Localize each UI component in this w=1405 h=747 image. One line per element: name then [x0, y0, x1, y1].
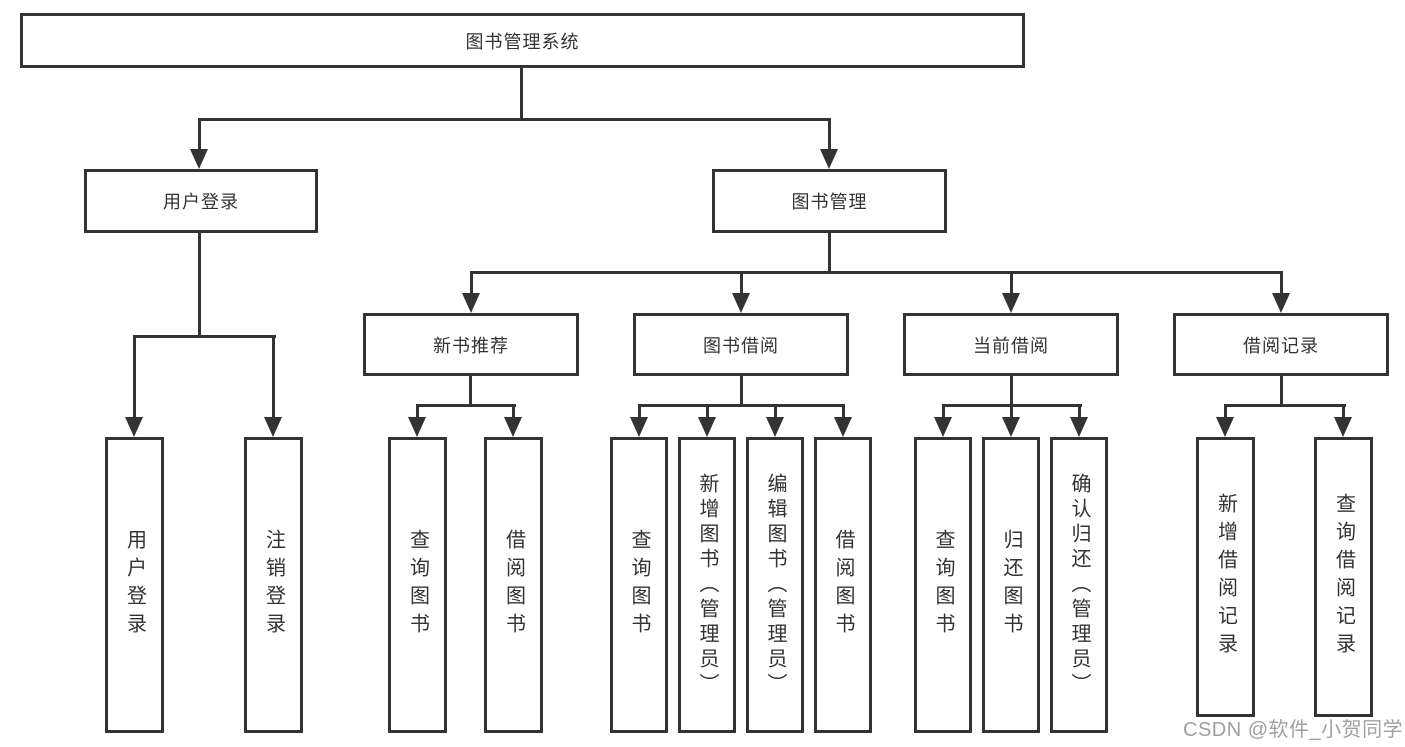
arrow-down-icon — [1334, 417, 1352, 437]
leaf-query-borrow-record: 查询借阅记录 — [1314, 437, 1373, 717]
leaf-query-book-current: 查询图书 — [914, 437, 972, 733]
node-current-borrow: 当前借阅 — [903, 313, 1119, 376]
connector-borrow-record-trunk — [1280, 376, 1283, 406]
node-new-book-recommend-label: 新书推荐 — [433, 335, 509, 356]
connector-root-branch — [198, 118, 831, 121]
connector-bb-stem-4 — [842, 404, 845, 419]
connector-bb-stem-2 — [706, 404, 709, 419]
connector-bm-stem-3 — [1010, 271, 1013, 297]
leaf-add-borrow-record: 新增借阅记录 — [1196, 437, 1255, 717]
leaf-borrow-book-recommend-label: 借阅图书 — [502, 529, 525, 641]
node-user-login-label: 用户登录 — [163, 192, 239, 212]
connector-root-stem-right — [828, 118, 831, 152]
csdn-watermark: CSDN @软件_小贺同学 — [1183, 719, 1404, 741]
connector-user-login-stem-1 — [133, 335, 136, 419]
leaf-user-login: 用户登录 — [105, 437, 164, 733]
node-book-borrow: 图书借阅 — [633, 313, 849, 376]
connector-book-borrow-branch — [638, 404, 845, 407]
node-user-login: 用户登录 — [84, 169, 318, 233]
connector-borrow-record-branch — [1224, 404, 1346, 407]
connector-root-trunk — [520, 68, 523, 120]
connector-user-login-branch — [133, 335, 276, 338]
node-book-borrow-label: 图书借阅 — [703, 335, 779, 356]
connector-new-book-branch — [416, 404, 516, 407]
node-borrow-record-label: 借阅记录 — [1243, 335, 1319, 356]
connector-br-stem-2 — [1342, 404, 1345, 419]
arrow-down-icon — [732, 293, 750, 313]
node-root: 图书管理系统 — [20, 13, 1025, 68]
arrow-down-icon — [698, 417, 716, 437]
leaf-query-book-recommend: 查询图书 — [388, 437, 447, 733]
connector-bm-stem-1 — [470, 271, 473, 297]
leaf-query-book-recommend-label: 查询图书 — [406, 529, 429, 641]
arrow-down-icon — [1216, 417, 1234, 437]
connector-nb-stem-1 — [416, 404, 419, 419]
node-borrow-record: 借阅记录 — [1173, 313, 1389, 376]
node-new-book-recommend: 新书推荐 — [363, 313, 579, 376]
node-root-label: 图书管理系统 — [465, 31, 580, 52]
connector-br-stem-1 — [1224, 404, 1227, 419]
connector-new-book-trunk — [469, 376, 472, 406]
connector-cb-stem-1 — [942, 404, 945, 419]
leaf-query-book-borrow-label: 查询图书 — [628, 529, 650, 641]
arrow-down-icon — [125, 417, 143, 437]
leaf-query-book-current-label: 查询图书 — [932, 529, 954, 641]
connector-nb-stem-2 — [512, 404, 515, 419]
node-current-borrow-label: 当前借阅 — [973, 335, 1049, 356]
leaf-edit-book-admin-label: 编辑图书（管理员） — [764, 472, 786, 698]
leaf-borrow-book-label: 借阅图书 — [832, 529, 854, 641]
leaf-query-borrow-record-label: 查询借阅记录 — [1332, 493, 1355, 661]
leaf-borrow-book: 借阅图书 — [814, 437, 872, 733]
leaf-add-borrow-record-label: 新增借阅记录 — [1214, 493, 1237, 661]
arrow-down-icon — [766, 417, 784, 437]
leaf-return-book-label: 归还图书 — [1000, 529, 1022, 641]
arrow-down-icon — [1002, 417, 1020, 437]
leaf-confirm-return-admin: 确认归还（管理员） — [1050, 437, 1108, 733]
connector-root-stem-left — [198, 118, 201, 152]
arrow-down-icon — [462, 293, 480, 313]
leaf-query-book-borrow: 查询图书 — [610, 437, 668, 733]
leaf-logout-login-label: 注销登录 — [262, 529, 285, 641]
arrow-down-icon — [408, 417, 426, 437]
node-book-management: 图书管理 — [712, 169, 947, 233]
connector-book-borrow-trunk — [740, 376, 743, 406]
leaf-logout-login: 注销登录 — [244, 437, 303, 733]
connector-bm-stem-4 — [1280, 271, 1283, 297]
arrow-down-icon — [820, 149, 838, 169]
leaf-add-book-admin-label: 新增图书（管理员） — [696, 472, 718, 698]
arrow-down-icon — [834, 417, 852, 437]
leaf-edit-book-admin: 编辑图书（管理员） — [746, 437, 804, 733]
leaf-user-login-label: 用户登录 — [123, 529, 146, 641]
arrow-down-icon — [934, 417, 952, 437]
arrow-down-icon — [1002, 293, 1020, 313]
leaf-confirm-return-admin-label: 确认归还（管理员） — [1068, 472, 1090, 698]
arrow-down-icon — [1272, 293, 1290, 313]
node-book-management-label: 图书管理 — [791, 192, 868, 212]
connector-user-login-stem-2 — [272, 335, 275, 419]
connector-bb-stem-1 — [638, 404, 641, 419]
connector-book-management-trunk — [828, 233, 831, 273]
arrow-down-icon — [504, 417, 522, 437]
connector-cb-stem-2 — [1010, 404, 1013, 419]
leaf-return-book: 归还图书 — [982, 437, 1040, 733]
arrow-down-icon — [630, 417, 648, 437]
arrow-down-icon — [190, 149, 208, 169]
arrow-down-icon — [1070, 417, 1088, 437]
connector-current-borrow-trunk — [1010, 376, 1013, 406]
connector-user-login-trunk — [198, 233, 201, 337]
connector-book-management-branch — [470, 271, 1283, 274]
arrow-down-icon — [264, 417, 282, 437]
leaf-borrow-book-recommend: 借阅图书 — [484, 437, 543, 733]
leaf-add-book-admin: 新增图书（管理员） — [678, 437, 736, 733]
connector-bm-stem-2 — [740, 271, 743, 297]
connector-bb-stem-3 — [774, 404, 777, 419]
connector-cb-stem-3 — [1078, 404, 1081, 419]
